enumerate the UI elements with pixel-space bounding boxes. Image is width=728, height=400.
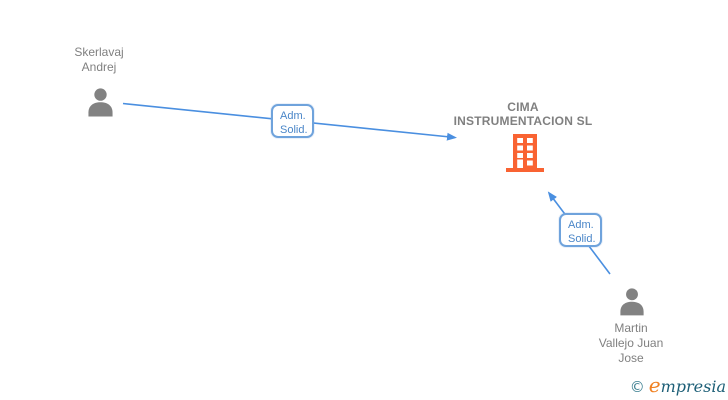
company-building-icon bbox=[506, 134, 544, 177]
node-label-cima-instrumentacion-sl: CIMA INSTRUMENTACION SL bbox=[453, 100, 593, 128]
empresia-logo: © empresia bbox=[630, 373, 726, 397]
node-martin-vallejo-juan-jose[interactable] bbox=[619, 287, 645, 316]
empresia-wordmark: empresia bbox=[649, 373, 726, 397]
node-label-martin-vallejo-juan-jose: Martin Vallejo Juan Jose bbox=[598, 321, 664, 365]
node-cima-instrumentacion-sl[interactable] bbox=[506, 133, 544, 173]
person-icon bbox=[619, 288, 645, 320]
empresia-rest: mpresia bbox=[660, 377, 726, 396]
copyright-icon: © bbox=[629, 378, 645, 396]
node-skerlavaj-andrej[interactable] bbox=[87, 87, 114, 117]
empresia-initial: e bbox=[648, 373, 661, 397]
person-icon bbox=[87, 88, 114, 121]
node-label-skerlavaj-andrej: Skerlavaj Andrej bbox=[74, 45, 124, 74]
edge-label-adm-solid-1[interactable]: Adm. Solid. bbox=[271, 104, 314, 138]
edge-label-adm-solid-2[interactable]: Adm. Solid. bbox=[559, 213, 602, 247]
